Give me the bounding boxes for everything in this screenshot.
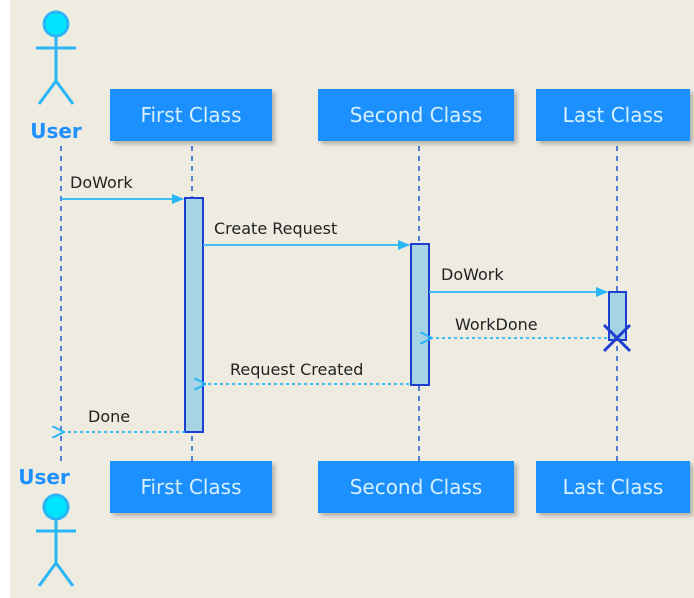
message-done: Done: [63, 407, 185, 432]
activation-second: [410, 243, 430, 386]
participant-second-bottom: Second Class: [318, 461, 514, 513]
participant-label-second-top: Second Class: [350, 103, 483, 127]
message-label-dowork-2: DoWork: [441, 265, 504, 284]
message-workdone: WorkDone: [431, 315, 607, 338]
participant-label-user-top: User: [30, 119, 82, 143]
message-dowork-1: DoWork: [61, 173, 184, 204]
message-create-request: Create Request: [203, 219, 410, 250]
participant-second-top: Second Class: [318, 89, 514, 141]
participant-label-last-bottom: Last Class: [563, 475, 664, 499]
participant-last-top: Last Class: [536, 89, 690, 141]
message-label-done: Done: [88, 407, 130, 426]
participant-label-first-bottom: First Class: [140, 475, 241, 499]
message-label-request-created: Request Created: [230, 360, 363, 379]
activation-first: [184, 197, 204, 433]
destroy-marker: [602, 323, 632, 353]
message-label-create-request: Create Request: [214, 219, 337, 238]
participant-label-second-bottom: Second Class: [350, 475, 483, 499]
participant-label-last-top: Last Class: [563, 103, 664, 127]
actor-user-top: User: [30, 10, 82, 143]
actor-icon: [36, 10, 76, 105]
participant-first-top: First Class: [110, 89, 272, 141]
message-label-dowork-1: DoWork: [70, 173, 133, 192]
message-request-created: Request Created: [205, 360, 409, 384]
message-dowork-2: DoWork: [429, 265, 608, 297]
participant-last-bottom: Last Class: [536, 461, 690, 513]
actor-user-bottom: User: [18, 465, 76, 587]
participant-label-user-bottom: User: [18, 465, 70, 489]
message-label-workdone: WorkDone: [455, 315, 538, 334]
participant-label-first-top: First Class: [140, 103, 241, 127]
actor-icon: [36, 493, 76, 587]
participant-first-bottom: First Class: [110, 461, 272, 513]
